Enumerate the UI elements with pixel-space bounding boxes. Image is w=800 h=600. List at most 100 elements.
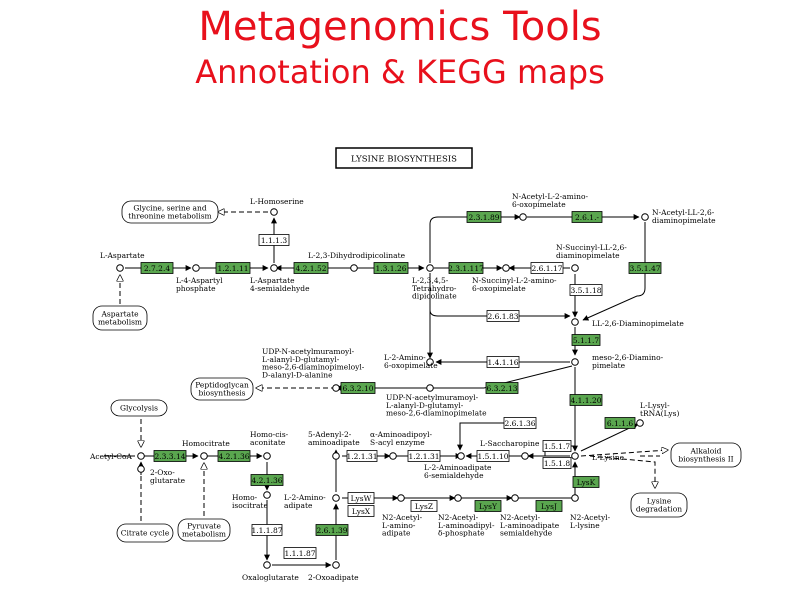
compound-l-2-amino-6-oxopimelate-node[interactable] xyxy=(426,358,434,366)
compound-2-oxo-glutarate-node[interactable] xyxy=(137,465,145,473)
enzyme-1-1-1-3[interactable]: 1.1.1.3 xyxy=(258,234,290,246)
enzyme-1-4-1-16[interactable]: 1.4.1.16 xyxy=(486,356,520,368)
compound-udp-n-acetylmuramoyl-l-alanyl-d-glutamyl-meso-2-6-diaminopimeloyl-d-alanyl-d-alanine-node[interactable] xyxy=(332,384,340,392)
enzyme-3-5-1-18[interactable]: 3.5.1.18 xyxy=(569,284,603,296)
enzyme-6-1-1-6[interactable]: 6.1.1.6 xyxy=(604,417,636,429)
enzyme-2-3-1-89[interactable]: 2.3.1.89 xyxy=(466,211,502,223)
compound-l-4-aspartyl-phosphate-node[interactable] xyxy=(192,264,200,272)
enzyme-1-2-1-31[interactable]: 1.2.1.31 xyxy=(407,450,441,462)
enzyme-1-2-1-11[interactable]: 1.2.1.11 xyxy=(215,262,251,274)
compound-l-2-amino-adipate-node[interactable] xyxy=(332,494,340,502)
enzyme-1-1-1-87[interactable]: 1.1.1.87 xyxy=(283,547,317,559)
enzyme-label: 2.7.2.4 xyxy=(144,264,170,273)
compound-aminoadipoyl-s-acyl-enzyme-node[interactable] xyxy=(389,452,397,460)
enzyme-6-3-2-10[interactable]: 6.3.2.10 xyxy=(340,382,376,394)
enzyme-label: 1.5.1.8 xyxy=(544,459,570,468)
compound-n-acetyl-l-2-amino-6-oxopimelate-node[interactable] xyxy=(519,213,527,221)
compound-l-aspartate-node[interactable] xyxy=(116,264,124,272)
compound-l-2-3-dihydrodipicolinate-node[interactable] xyxy=(350,264,358,272)
enzyme-LysZ[interactable]: LysZ xyxy=(410,500,438,512)
compound-udp-n-acetylmuramoyl-l-alanyl-d-glutamyl-meso-2-6-diaminopimelate-node[interactable] xyxy=(426,384,434,392)
enzyme-2-6-1-17[interactable]: 2.6.1.17 xyxy=(530,262,564,274)
enzyme-2-3-3-14[interactable]: 2.3.3.14 xyxy=(153,450,187,462)
enzyme-1-2-1-31[interactable]: 1.2.1.31 xyxy=(346,450,378,462)
enzyme-2-6-1-39[interactable]: 2.6.1.39 xyxy=(315,524,349,536)
enzyme-4-2-1-36[interactable]: 4.2.1.36 xyxy=(217,450,251,462)
enzyme-label: 6.3.2.10 xyxy=(342,384,373,393)
compound-n-acetyl-ll-2-6-diaminopimelate-node[interactable] xyxy=(641,213,649,221)
enzyme-box xyxy=(572,476,600,488)
enzyme-box xyxy=(542,457,572,469)
compound-n2-acetyl-l-lysine-node[interactable] xyxy=(571,494,579,502)
compound-n2-acetyl-l-aminoadipate-semialdehyde-node[interactable] xyxy=(511,494,519,502)
compound-ll-2-6-diaminopimelate-label: LL-2,6-Diaminopimelate xyxy=(592,319,684,328)
pathway-map-citrate-cycle[interactable]: Citrate cycle xyxy=(116,523,174,543)
compound-l-homoserine-node[interactable] xyxy=(270,208,278,216)
compound-ll-2-6-diaminopimelate-node[interactable] xyxy=(571,318,579,326)
enzyme-1-5-1-8[interactable]: 1.5.1.8 xyxy=(542,457,572,469)
enzyme-4-2-1-36[interactable]: 4.2.1.36 xyxy=(250,474,284,486)
compound-l-homoserine-label: L-Homoserine xyxy=(250,197,304,206)
compound-l-lysine-node[interactable] xyxy=(571,452,579,460)
enzyme-label: 5.1.1.7 xyxy=(573,336,599,345)
compound-n2-acetyl-l-amino-adipate-node[interactable] xyxy=(397,494,405,502)
compound-n-succinyl-l-2-amino-6-oxopimelate-node[interactable] xyxy=(502,264,510,272)
enzyme-4-2-1-52[interactable]: 4.2.1.52 xyxy=(293,262,329,274)
enzyme-LysW[interactable]: LysW xyxy=(347,492,375,504)
compound-udp-n-acetylmuramoyl-l-alanyl-d-glutamyl-meso-2-6-diaminopimelate-label: UDP-N-acetylmuramoyl-L-alanyl-D-glutamyl… xyxy=(386,393,487,418)
compound-l-2-amino-adipate-label: L-2-Amino-adipate xyxy=(284,493,326,510)
enzyme-box xyxy=(486,310,520,322)
enzyme-1-1-1-87[interactable]: 1.1.1.87 xyxy=(251,524,283,536)
enzyme-label: LysW xyxy=(351,494,372,503)
enzyme-2-6-1-83[interactable]: 2.6.1.83 xyxy=(486,310,520,322)
enzyme-label: 6.3.2.13 xyxy=(486,384,517,393)
enzyme-LysY[interactable]: LysY xyxy=(474,500,502,512)
enzyme-6-3-2-13[interactable]: 6.3.2.13 xyxy=(485,382,519,394)
compound-l-lysine-label: L-Lysine xyxy=(592,453,625,462)
enzyme-label: 4.2.1.36 xyxy=(251,476,282,485)
enzyme-3-5-1-47[interactable]: 3.5.1.47 xyxy=(628,262,662,274)
compound-5-adenyl-2-aminoadipate-node[interactable] xyxy=(332,452,340,460)
pathway-map-glycolysis[interactable]: Glycolysis xyxy=(110,399,168,417)
compound-l-saccharopine-node[interactable] xyxy=(521,452,529,460)
enzyme-4-1-1-20[interactable]: 4.1.1.20 xyxy=(569,394,603,406)
enzyme-2-3-1-117[interactable]: 2.3.1.117 xyxy=(448,262,484,274)
enzyme-2-6-1-36[interactable]: 2.6.1.36 xyxy=(503,417,537,429)
compound-homo-cis-aconitate-node[interactable] xyxy=(263,452,271,460)
enzyme-1-5-1-7[interactable]: 1.5.1.7 xyxy=(542,440,572,452)
pathway-oval xyxy=(116,523,174,543)
enzyme-label: 4.2.1.36 xyxy=(218,452,249,461)
enzyme-LysK[interactable]: LysK xyxy=(572,476,600,488)
enzyme-box xyxy=(542,440,572,452)
enzyme-LysJ[interactable]: LysJ xyxy=(535,500,563,512)
enzyme-label: 3.5.1.47 xyxy=(629,264,660,273)
compound-homocitrate-node[interactable] xyxy=(200,452,208,460)
enzyme-1-3-1-26[interactable]: 1.3.1.26 xyxy=(373,262,409,274)
compound-l-2-3-dihydrodipicolinate-label: L-2,3-Dihydrodipicolinate xyxy=(308,251,406,260)
compound-l-2-3-4-5-tetrahydro-dipicolinate-node[interactable] xyxy=(426,264,434,272)
compound-oxaloglutarate-node[interactable] xyxy=(263,561,271,569)
compound-n-succinyl-ll-2-6-diaminopimelate-node[interactable] xyxy=(571,264,579,272)
enzyme-label: LysK xyxy=(577,478,596,487)
compound-l-lysyl-trna-lys-node[interactable] xyxy=(636,419,644,427)
enzyme-2-7-2-4[interactable]: 2.7.2.4 xyxy=(140,262,174,274)
compound-2-oxoadipate-node[interactable] xyxy=(332,561,340,569)
compound-l-2-aminoadipate-6-semialdehyde-node[interactable] xyxy=(457,452,465,460)
enzyme-2-6-1[interactable]: 2.6.1.- xyxy=(571,211,603,223)
compound-acetyl-coa-node[interactable] xyxy=(137,452,145,460)
compound-meso-2-6-diamino-pimelate-node[interactable] xyxy=(571,358,579,366)
enzyme-5-1-1-7[interactable]: 5.1.1.7 xyxy=(571,334,601,346)
compound-n2-acetyl-l-aminoadipyl-phosphate-node[interactable] xyxy=(454,494,462,502)
enzyme-1-5-1-10[interactable]: 1.5.1.10 xyxy=(476,450,510,462)
map-title-box xyxy=(335,147,473,169)
enzyme-LysX[interactable]: LysX xyxy=(347,505,375,517)
compound-l-aspartate-4-semialdehyde-node[interactable] xyxy=(270,264,278,272)
compound-homo-isocitrate-node[interactable] xyxy=(263,491,271,499)
